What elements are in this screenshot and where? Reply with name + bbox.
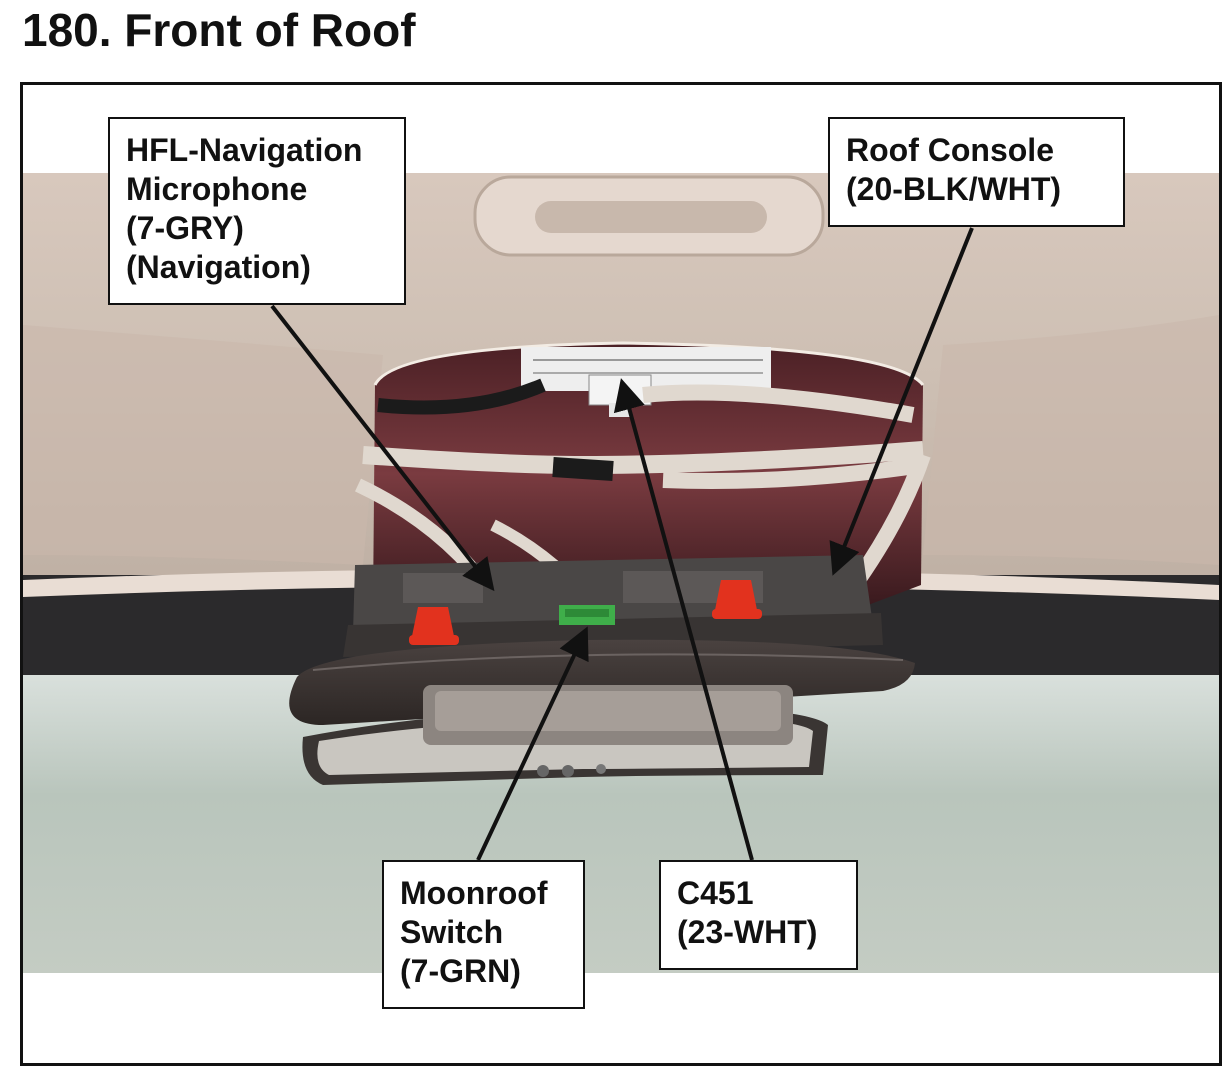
callout-line: Microphone [126,171,308,207]
callout-hfl-navigation-microphone: HFL-Navigation Microphone (7-GRY) (Navig… [108,117,406,305]
callout-line: (7-GRY) [126,210,244,246]
callout-line: (Navigation) [126,249,311,285]
page-title: 180. Front of Roof [22,4,416,56]
callout-c451: C451 (23-WHT) [659,860,858,970]
callout-line: HFL-Navigation [126,132,363,168]
callout-line: (23-WHT) [677,914,818,950]
callout-line: (20-BLK/WHT) [846,171,1062,207]
callout-line: Switch [400,914,504,950]
callout-roof-console: Roof Console (20-BLK/WHT) [828,117,1125,227]
callout-line: (7-GRN) [400,953,521,989]
callout-moonroof-switch: Moonroof Switch (7-GRN) [382,860,585,1009]
callout-line: Roof Console [846,132,1054,168]
callout-line: C451 [677,875,754,911]
callout-line: Moonroof [400,875,548,911]
